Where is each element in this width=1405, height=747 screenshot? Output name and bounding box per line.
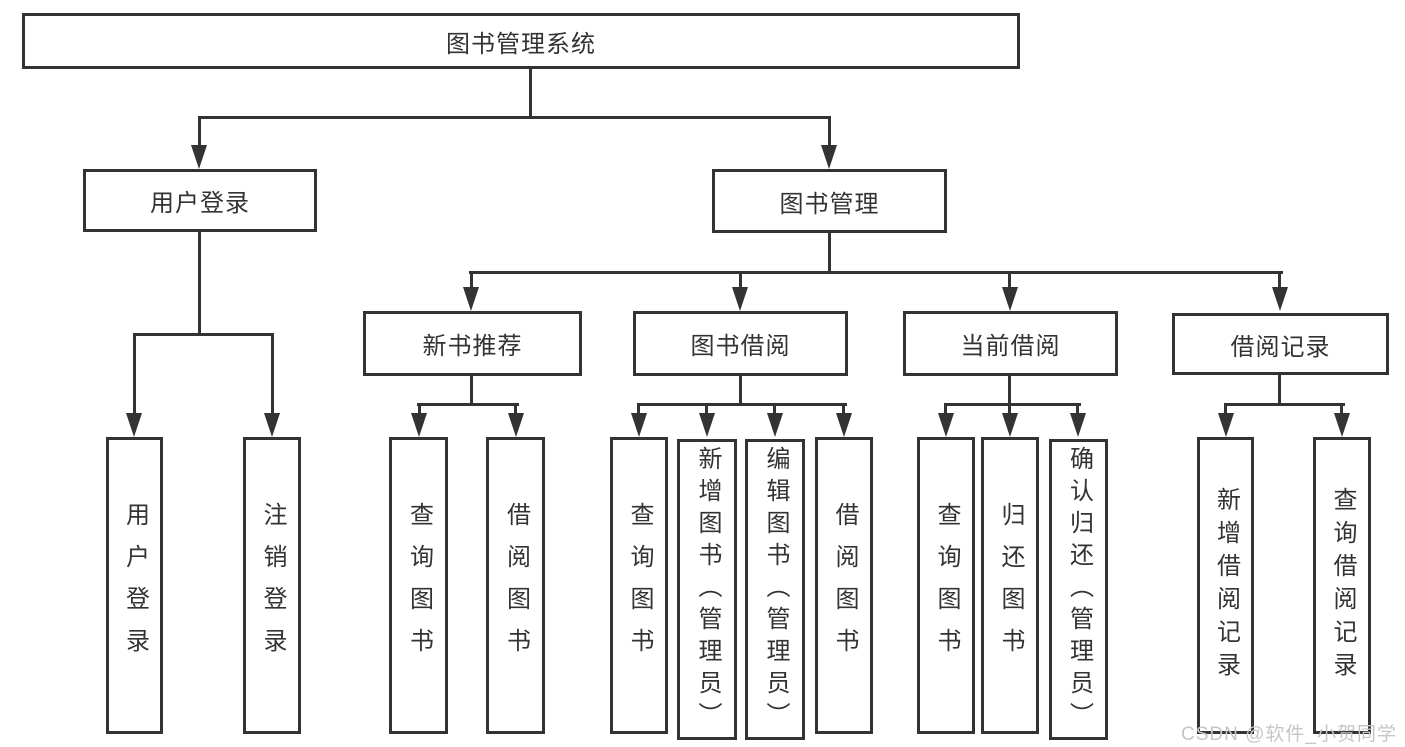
edge-bor-leaf3	[773, 403, 776, 415]
node-book-mgmt: 图书管理	[712, 169, 947, 233]
leaf-borrow-books-label: 借阅图书	[831, 501, 858, 670]
leaf-logout-label: 注销登录	[259, 501, 286, 670]
arrowhead-cur-leaf2	[1002, 413, 1018, 437]
leaf-query-books-borrow-label: 查询图书	[626, 501, 653, 670]
leaf-user-login-label: 用户登录	[121, 501, 149, 670]
edge-current-bus	[944, 403, 1081, 406]
edge-borrow-bus	[637, 403, 847, 406]
arrowhead-bor-leaf1	[631, 413, 647, 437]
edge-to-current	[1008, 271, 1011, 289]
node-book-borrow: 图书借阅	[633, 311, 848, 376]
edge-to-records	[1278, 271, 1281, 289]
edge-recd-leaf1	[1224, 403, 1227, 415]
node-current-borrow-label: 当前借阅	[960, 333, 1061, 360]
watermark: CSDN @软件_小贺同学	[1181, 724, 1397, 745]
arrowhead-rec-leaf2	[508, 413, 524, 437]
node-current-borrow: 当前借阅	[903, 311, 1118, 376]
leaf-logout: 注销登录	[243, 437, 301, 734]
node-book-borrow-label: 图书借阅	[690, 333, 791, 360]
node-borrow-records-label: 借阅记录	[1230, 333, 1331, 361]
edge-login-bus	[133, 333, 274, 336]
leaf-user-login: 用户登录	[106, 437, 163, 734]
arrowhead-records	[1272, 287, 1288, 311]
edge-to-user-login	[198, 116, 201, 147]
edge-to-leaf-logout	[271, 333, 274, 415]
edge-recommend-stem	[470, 376, 473, 405]
edge-rec-leaf2	[514, 403, 517, 415]
arrowhead-book-mgmt	[821, 145, 837, 169]
edge-to-leaf-user-login	[133, 333, 136, 415]
leaf-query-books-recommend-label: 查询图书	[405, 501, 433, 670]
edge-bor-leaf2	[705, 403, 708, 415]
node-user-login: 用户登录	[83, 169, 317, 232]
edge-rec-leaf1	[418, 403, 421, 415]
leaf-add-books-admin: 新增图书（管理员）	[677, 439, 737, 740]
arrowhead-recommend	[463, 287, 479, 311]
edge-bor-leaf1	[637, 403, 640, 415]
edge-cur-leaf3	[1076, 403, 1079, 415]
arrowhead-user-login	[191, 145, 207, 169]
arrowhead-bor-leaf4	[836, 413, 852, 437]
edge-cur-leaf1	[944, 403, 947, 415]
leaf-borrow-books: 借阅图书	[815, 437, 873, 734]
leaf-borrow-books-recommend-label: 借阅图书	[502, 501, 530, 670]
node-new-book-recommend: 新书推荐	[363, 311, 582, 376]
leaf-query-borrow-record: 查询借阅记录	[1313, 437, 1371, 734]
leaf-confirm-return-admin-label: 确认归还（管理员）	[1065, 445, 1093, 734]
edge-to-recommend	[470, 271, 473, 289]
node-borrow-records: 借阅记录	[1172, 313, 1389, 375]
leaf-return-books: 归还图书	[981, 437, 1039, 734]
leaf-borrow-books-recommend: 借阅图书	[486, 437, 545, 734]
edge-recommend-bus	[417, 403, 519, 406]
node-user-login-label: 用户登录	[150, 190, 250, 217]
edge-cur-leaf2	[1008, 403, 1011, 415]
edge-bor-leaf4	[842, 403, 845, 415]
node-root: 图书管理系统	[22, 13, 1020, 69]
leaf-query-books-borrow: 查询图书	[610, 437, 668, 734]
arrowhead-bor-leaf3	[767, 413, 783, 437]
leaf-edit-books-admin-label: 编辑图书（管理员）	[762, 445, 789, 734]
edge-records-stem	[1278, 375, 1281, 405]
leaf-edit-books-admin: 编辑图书（管理员）	[745, 439, 805, 740]
leaf-query-borrow-record-label: 查询借阅记录	[1329, 486, 1356, 685]
edge-to-book-mgmt	[828, 116, 831, 147]
edge-to-borrow	[739, 271, 742, 289]
arrowhead-recd-leaf1	[1218, 413, 1234, 437]
node-root-label: 图书管理系统	[446, 30, 596, 58]
edge-borrow-stem	[739, 376, 742, 405]
edge-root-stem	[529, 69, 532, 118]
arrowhead-borrow	[732, 287, 748, 311]
leaf-add-borrow-record: 新增借阅记录	[1197, 437, 1254, 734]
edge-mgmt-stem	[828, 233, 831, 273]
leaf-query-books-recommend: 查询图书	[389, 437, 448, 734]
arrowhead-recd-leaf2	[1334, 413, 1350, 437]
leaf-add-books-admin-label: 新增图书（管理员）	[694, 445, 721, 734]
arrowhead-rec-leaf1	[411, 413, 427, 437]
node-book-mgmt-label: 图书管理	[779, 190, 880, 218]
edge-level2-bus	[198, 116, 831, 119]
arrowhead-cur-leaf3	[1070, 413, 1086, 437]
node-new-book-recommend-label: 新书推荐	[422, 333, 523, 360]
arrowhead-current	[1002, 287, 1018, 311]
leaf-add-borrow-record-label: 新增借阅记录	[1212, 486, 1240, 685]
arrowhead-leaf-logout	[264, 413, 280, 437]
edge-records-bus	[1224, 403, 1345, 406]
edge-login-stem	[198, 232, 201, 335]
leaf-query-books-current-label: 查询图书	[933, 501, 960, 670]
leaf-return-books-label: 归还图书	[997, 501, 1024, 670]
edge-level3-bus	[469, 271, 1283, 274]
leaf-query-books-current: 查询图书	[917, 437, 975, 734]
arrowhead-cur-leaf1	[938, 413, 954, 437]
arrowhead-leaf-user-login	[126, 413, 142, 437]
edge-recd-leaf2	[1340, 403, 1343, 415]
leaf-confirm-return-admin: 确认归还（管理员）	[1049, 439, 1108, 740]
arrowhead-bor-leaf2	[699, 413, 715, 437]
edge-current-stem	[1008, 376, 1011, 405]
